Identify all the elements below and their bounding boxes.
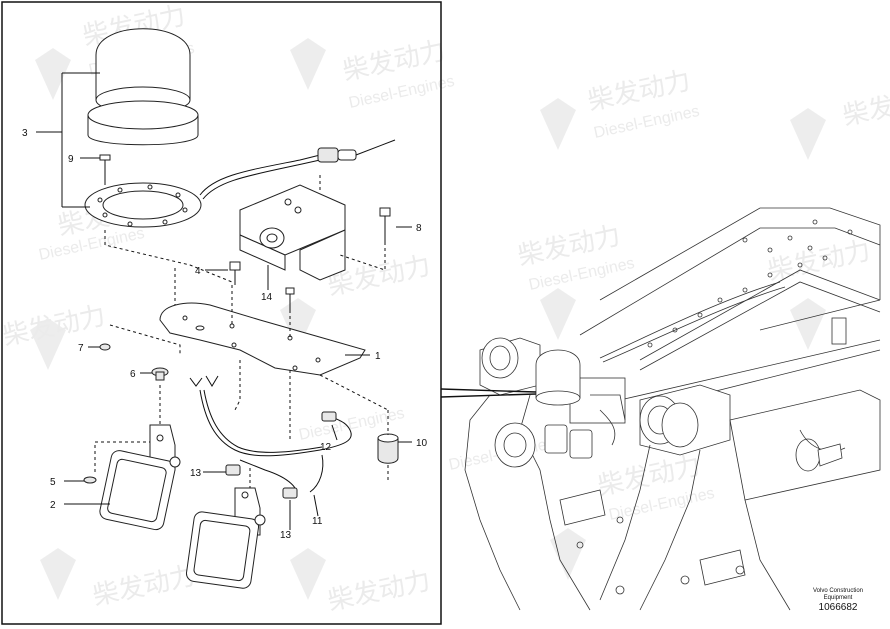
main-mounting-plate	[159, 302, 366, 376]
bolt-4	[229, 261, 241, 285]
callout-11: 11	[312, 516, 323, 527]
callout-4: 4	[195, 266, 201, 277]
callout-14: 14	[261, 292, 273, 303]
detail-leader-line	[440, 393, 537, 398]
mounted-beacon-assembly	[535, 349, 626, 459]
wiring-harness	[199, 389, 352, 499]
connector-plug	[189, 375, 219, 387]
bolt-8	[379, 207, 391, 245]
callout-10: 10	[416, 438, 428, 449]
callout-2: 2	[50, 500, 56, 511]
callout-1: 1	[375, 351, 381, 362]
callout-7: 7	[78, 343, 84, 354]
deck-holes	[647, 219, 853, 348]
exploded-view: 3 9 8 4 14 1 7 6 10 12 5 2 13 13 11	[22, 28, 428, 589]
bolt	[285, 287, 295, 310]
credit-block: Volvo Construction Equipment 1066682	[813, 588, 863, 613]
watermark-brand-cn: 柴发动力	[840, 80, 890, 131]
callout-3: 3	[22, 128, 28, 139]
callout-6: 6	[130, 369, 136, 380]
watermark-logo-icon	[30, 38, 826, 600]
callout-13: 13	[190, 468, 202, 479]
assembly-lines	[94, 175, 389, 488]
grommet-6	[151, 367, 169, 381]
worklight-2	[99, 424, 181, 531]
credit-line-1: Volvo Construction	[813, 588, 863, 594]
credit-line-2: Equipment	[824, 595, 853, 601]
watermark-brand-cn: 柴发动力	[325, 565, 433, 616]
nut-5	[83, 476, 97, 484]
worklight-lower	[185, 487, 266, 589]
callout-leaders	[36, 72, 412, 530]
screw-9	[99, 154, 111, 185]
detail-leader-line	[440, 388, 537, 393]
callout-5: 5	[50, 477, 56, 488]
nut-7	[99, 343, 111, 351]
spacer-10	[377, 410, 399, 480]
watermark-brand-cn: 柴发动力	[765, 235, 873, 286]
machine-frame-view	[464, 207, 881, 611]
beacon-lamp	[87, 28, 199, 146]
mounting-ring	[84, 182, 202, 228]
detail-frame	[1, 1, 442, 625]
document-number: 1066682	[819, 602, 858, 613]
lamp-bracket	[199, 139, 396, 281]
watermark-brand-cn: 柴发动力	[90, 560, 198, 611]
callout-9: 9	[68, 154, 74, 165]
callout-8: 8	[416, 223, 422, 234]
callout-13: 13	[280, 530, 292, 541]
callout-12: 12	[320, 442, 332, 453]
